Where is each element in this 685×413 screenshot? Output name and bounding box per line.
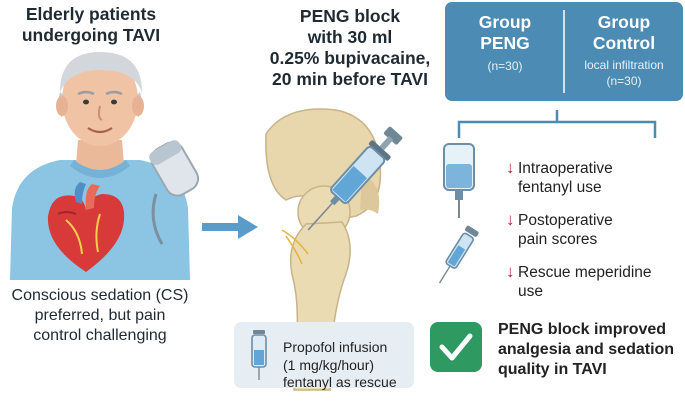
patients-title: Elderly patients undergoing TAVI [6,4,176,46]
sedation-line3: control challenging [33,327,167,344]
group-control-name-line1: Group [597,12,651,32]
propofol-line3: fentanyl as rescue [283,374,397,390]
peng-line3: 0.25% bupivacaine, [269,48,431,68]
sedation-line2: preferred, but pain [34,307,166,324]
outcome-meperidine: ↓Rescue meperidine use [506,262,684,301]
group-control-sub: local infiltration [584,58,664,72]
group-divider [563,10,565,93]
ultrasound-probe-icon [149,140,200,245]
conclusion-line3: quality in TAVI [498,361,607,378]
group-peng-name-line2: PENG [480,33,530,53]
syringe-icon [307,126,403,231]
group-control: Group Control local infiltration (n=30) [566,12,682,89]
small-syringe-icon [438,225,479,284]
propofol-caption: Propofol infusion (1 mg/kg/hour) fentany… [283,339,413,392]
outcome-2-line2: pain scores [518,231,598,248]
down-arrow-icon: ↓ [506,210,515,229]
outcome-fentanyl: ↓Intraoperative fentanyl use [506,158,684,197]
conclusion-line1: PENG block improved [498,321,667,338]
group-peng-n: (n=30) [487,59,523,73]
peng-block-title: PENG block with 30 ml 0.25% bupivacaine,… [245,6,455,90]
sedation-line1: Conscious sedation (CS) [11,287,189,304]
outcome-1-line1: Intraoperative [518,160,613,177]
peng-line2: with 30 ml [307,27,393,47]
down-arrow-icon: ↓ [506,158,515,177]
iv-bag-icon [443,143,475,218]
down-arrow-icon: ↓ [506,262,515,281]
outcome-2-line1: Postoperative [518,212,613,229]
propofol-line2: (1 mg/kg/hour) [283,356,375,373]
patients-title-line1: Elderly patients [25,4,157,24]
conclusion-line2: analgesia and sedation [498,341,675,358]
group-peng: Group PENG (n=30) [448,12,562,74]
arrow-right-icon [202,215,258,239]
outcome-pain: ↓Postoperative pain scores [506,210,684,249]
outcome-3-line2: use [518,283,543,300]
conclusion-text: PENG block improved analgesia and sedati… [498,320,684,380]
outcome-1-line2: fentanyl use [518,179,602,196]
peng-line4: 20 min before TAVI [272,69,428,89]
group-bracket [457,110,657,138]
propofol-syringe-icon [251,330,267,380]
propofol-line1: Propofol infusion [283,339,388,355]
sedation-caption: Conscious sedation (CS) preferred, but p… [0,286,200,346]
outcome-3-line1: Rescue meperidine [518,264,652,281]
heart-illustration [47,182,125,272]
group-peng-name-line1: Group [478,12,532,32]
peng-line1: PENG block [299,6,401,26]
group-control-n: (n=30) [606,74,642,88]
group-control-name-line2: Control [592,33,656,53]
patients-title-line2: undergoing TAVI [21,25,161,45]
check-icon [430,322,482,372]
